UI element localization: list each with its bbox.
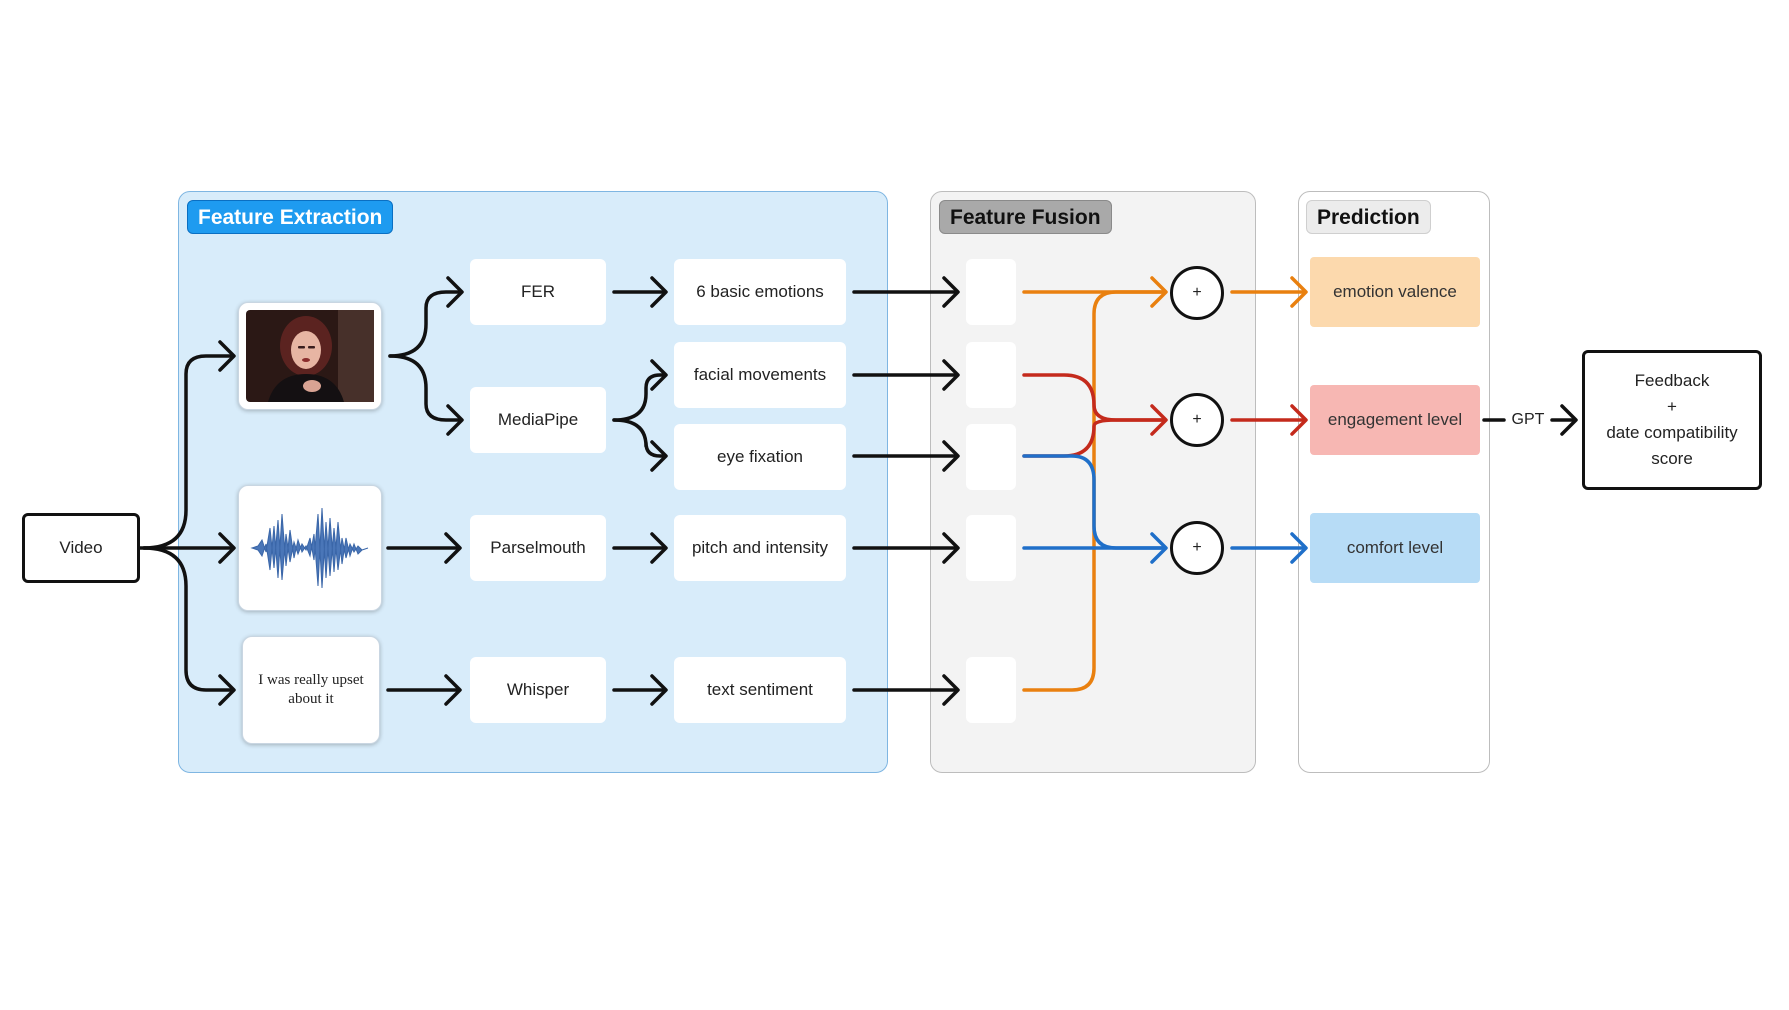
engagement-level-box: engagement level [1310, 385, 1480, 455]
text-sentiment-label: text sentiment [707, 680, 813, 699]
video-input-box: Video [22, 513, 140, 583]
basic-emotions-label: 6 basic emotions [696, 282, 824, 301]
pitch-intensity-label: pitch and intensity [691, 538, 829, 557]
whisper-tool-box: Whisper [470, 657, 606, 723]
pitch-intensity-feature-box: pitch and intensity [674, 515, 846, 581]
feature-extraction-title: Feature Extraction [187, 200, 394, 234]
prediction-title: Prediction [1306, 200, 1431, 234]
face-video-frame-icon [246, 310, 374, 402]
comfort-level-box: comfort level [1310, 513, 1480, 583]
fusion-slot [966, 657, 1016, 723]
fusion-slot [966, 515, 1016, 581]
audio-waveform-frame [238, 485, 382, 611]
feedback-output-box: Feedback + date compatibility score [1582, 350, 1762, 490]
facial-movements-label: facial movements [693, 365, 827, 384]
mediapipe-tool-box: MediaPipe [470, 387, 606, 453]
transcript-text: I was really upset about it [258, 672, 364, 707]
fusion-operator: + [1170, 393, 1224, 447]
facial-movements-feature-box: facial movements [674, 342, 846, 408]
score-label: score [1651, 449, 1693, 468]
video-input-label: Video [59, 538, 103, 557]
transcript-frame: I was really upset about it [242, 636, 380, 744]
basic-emotions-feature-box: 6 basic emotions [674, 259, 846, 325]
fusion-operator-symbol: + [1192, 284, 1202, 301]
eye-fixation-feature-box: eye fixation [674, 424, 846, 490]
fusion-operator-symbol: + [1192, 539, 1202, 556]
fer-label: FER [521, 282, 555, 301]
engagement-level-label: engagement level [1327, 410, 1463, 429]
fusion-operator: + [1170, 266, 1224, 320]
text-sentiment-feature-box: text sentiment [674, 657, 846, 723]
parselmouth-label: Parselmouth [490, 538, 586, 557]
comfort-level-label: comfort level [1346, 538, 1444, 557]
emotion-valence-box: emotion valence [1310, 257, 1480, 327]
feedback-label: Feedback [1634, 371, 1710, 390]
fusion-operator-symbol: + [1192, 411, 1202, 428]
emotion-valence-label: emotion valence [1333, 282, 1457, 301]
audio-waveform-icon [250, 507, 369, 589]
fer-tool-box: FER [470, 259, 606, 325]
gpt-label: GPT [1506, 408, 1550, 432]
fusion-slot [966, 259, 1016, 325]
fusion-operator: + [1170, 521, 1224, 575]
whisper-label: Whisper [506, 680, 570, 699]
fusion-slot [966, 424, 1016, 490]
face-video-frame [238, 302, 382, 410]
fusion-slot [966, 342, 1016, 408]
parselmouth-tool-box: Parselmouth [470, 515, 606, 581]
feedback-plus-label: + [1667, 397, 1677, 416]
date-compatibility-label: date compatibility [1606, 423, 1738, 442]
mediapipe-label: MediaPipe [497, 410, 579, 429]
feature-fusion-title: Feature Fusion [939, 200, 1112, 234]
eye-fixation-label: eye fixation [717, 447, 803, 466]
